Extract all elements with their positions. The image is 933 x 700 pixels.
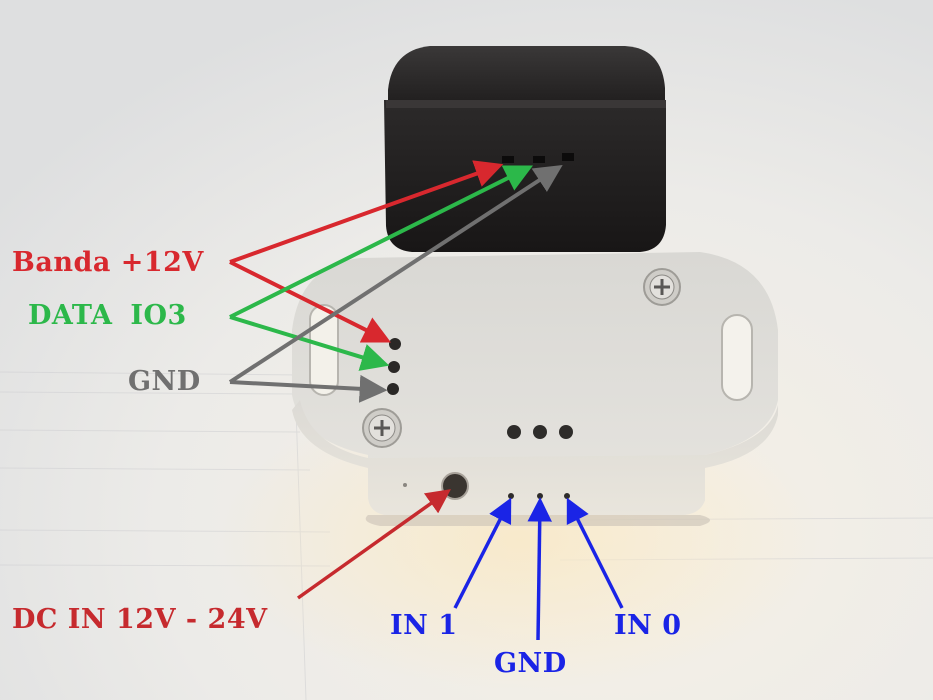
pin-hole <box>387 383 399 395</box>
arrow-gnd-left <box>228 164 563 403</box>
connector-slot <box>562 153 574 161</box>
enclosure-shadow <box>365 515 710 526</box>
arrow-dc-in <box>296 489 451 600</box>
label-gnd-bottom: GND <box>494 648 567 679</box>
label-in0: IN 0 <box>614 610 682 641</box>
arrow-inputs <box>453 497 624 641</box>
label-gnd-left: GND <box>128 366 201 397</box>
black-housing <box>384 46 666 252</box>
mounting-slot-right <box>721 314 753 401</box>
label-data-io3: DATA IO3 <box>28 300 187 331</box>
connector-slot <box>502 156 514 163</box>
label-dc-in: DC IN 12V - 24V <box>12 604 268 635</box>
pin-hole <box>507 425 521 439</box>
arrow-banda-12v <box>229 160 504 343</box>
pin-hole <box>389 338 401 350</box>
screw-icon <box>362 408 402 448</box>
label-in1: IN 1 <box>390 610 458 641</box>
grey-enclosure <box>292 252 778 526</box>
pin-hole <box>564 493 570 499</box>
label-banda-12v: Banda +12V <box>12 247 204 278</box>
pin-hole <box>403 483 407 487</box>
dc-jack <box>441 472 469 500</box>
pin-hole <box>508 493 514 499</box>
connector-slot <box>533 156 545 163</box>
screw-icon <box>643 268 681 306</box>
pin-hole <box>537 493 543 499</box>
pin-hole <box>559 425 573 439</box>
pin-hole <box>533 425 547 439</box>
pin-hole <box>388 361 400 373</box>
arrow-data-io3 <box>229 165 534 371</box>
